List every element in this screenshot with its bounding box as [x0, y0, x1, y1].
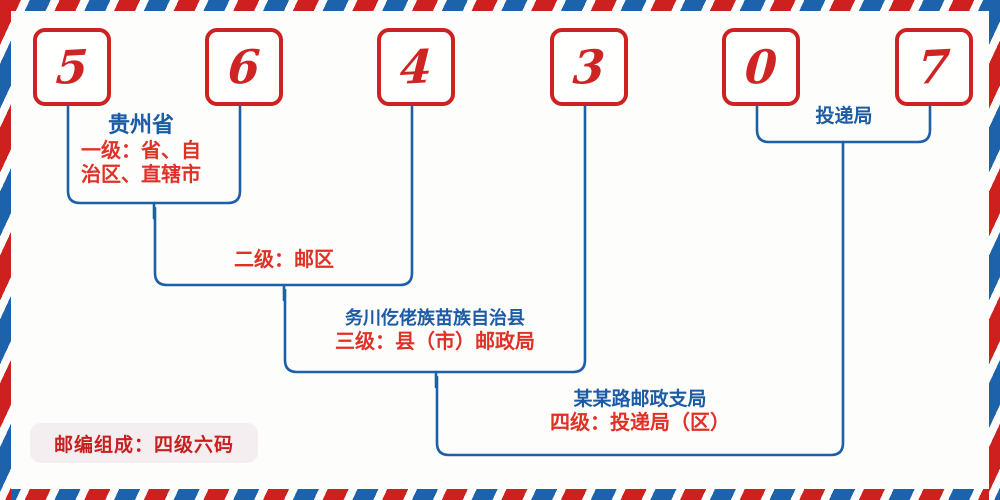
envelope-paper [11, 11, 989, 489]
digit-glyph-3: 4 [398, 39, 434, 95]
digit-glyph-2: 6 [226, 39, 262, 95]
label-level-2: 二级：邮区 [155, 248, 413, 272]
label-level-3-desc: 三级：县（市）邮政局 [335, 330, 535, 353]
digit-glyph-5: 0 [743, 39, 779, 95]
digit-box-5[interactable]: 0 [722, 28, 800, 106]
airmail-border-bottom [0, 489, 1000, 500]
digit-glyph-1: 5 [54, 39, 90, 95]
digit-box-1[interactable]: 5 [33, 28, 111, 106]
label-level-3-name: 务川仡佬族苗族自治县 [345, 308, 525, 329]
digit-box-2[interactable]: 6 [205, 28, 283, 106]
postcode-composition-badge: 邮编组成：四级六码 [30, 423, 258, 463]
digit-box-3[interactable]: 4 [377, 28, 455, 106]
label-delivery-office: 投递局 [757, 105, 931, 128]
airmail-border-top [0, 0, 1000, 11]
label-level-1-desc-line1: 一级：省、自 [81, 139, 201, 162]
label-level-2-desc: 二级：邮区 [234, 249, 334, 271]
digit-glyph-4: 3 [571, 39, 607, 95]
label-level-4-desc: 四级：投递局（区） [550, 412, 730, 435]
label-level-3: 务川仡佬族苗族自治县 三级：县（市）邮政局 [285, 308, 585, 354]
label-level-1-desc-line2: 治区、直辖市 [81, 164, 201, 187]
label-delivery-office-name: 投递局 [815, 105, 873, 127]
postcode-composition-label: 邮编组成：四级六码 [53, 433, 234, 456]
label-level-4-name: 某某路邮政支局 [573, 388, 707, 410]
digit-box-6[interactable]: 7 [895, 28, 973, 106]
airmail-border-left [0, 0, 11, 500]
airmail-border-right [989, 0, 1000, 500]
label-level-1: 贵州省 一级：省、自 治区、直辖市 [46, 112, 236, 188]
digit-box-4[interactable]: 3 [550, 28, 628, 106]
label-level-1-name: 贵州省 [107, 112, 174, 138]
bracket-level-4 [435, 140, 845, 457]
digit-glyph-6: 7 [916, 39, 952, 95]
bracket-delivery-office [755, 97, 932, 144]
label-level-4: 某某路邮政支局 四级：投递局（区） [437, 388, 843, 436]
